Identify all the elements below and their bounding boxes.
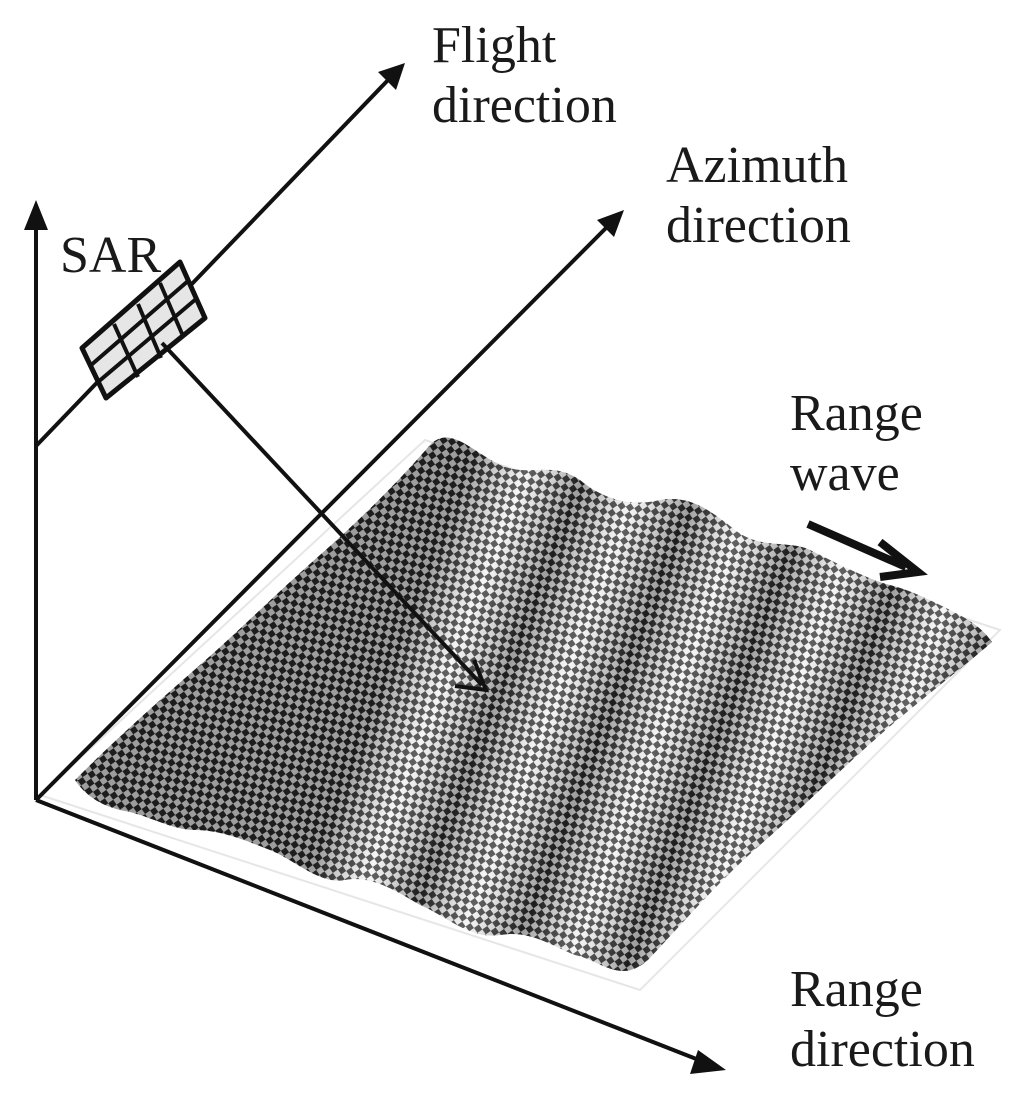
radar-look-line	[160, 341, 484, 687]
azimuth-direction-label: Azimuth direction	[666, 136, 851, 256]
range-wave-arrowhead	[877, 538, 928, 581]
range-wave-label: Range wave	[790, 384, 923, 504]
flight-direction-label: Flight direction	[432, 16, 617, 136]
sea-surface	[75, 437, 992, 971]
range-wave-label-line2: wave	[790, 445, 900, 502]
flight-direction-label-line2: direction	[432, 77, 617, 134]
sar-label-text: SAR	[60, 227, 162, 284]
sar-label: SAR	[60, 226, 161, 286]
range-direction-label-line1: Range	[790, 961, 923, 1018]
range-direction-label: Range direction	[790, 960, 975, 1080]
range-wave-arrow	[806, 520, 908, 571]
azimuth-direction-label-line2: direction	[666, 197, 851, 254]
range-direction-axis	[35, 798, 705, 1064]
flight-direction-label-line1: Flight	[432, 17, 557, 74]
azimuth-direction-arrowhead	[597, 210, 624, 237]
surface-outline	[38, 438, 1002, 992]
sar-antenna	[79, 259, 208, 401]
range-direction-label-line2: direction	[790, 1021, 975, 1078]
flight-direction-arrowhead	[378, 63, 405, 90]
flight-direction-axis	[34, 76, 392, 448]
range-wave-label-line1: Range	[790, 385, 923, 442]
radar-look-arrowhead	[454, 659, 490, 693]
range-direction-arrowhead	[690, 1050, 726, 1074]
sea-surface-shading	[75, 437, 992, 971]
vertical-axis-arrowhead	[24, 200, 48, 230]
azimuth-direction-label-line1: Azimuth	[666, 137, 848, 194]
